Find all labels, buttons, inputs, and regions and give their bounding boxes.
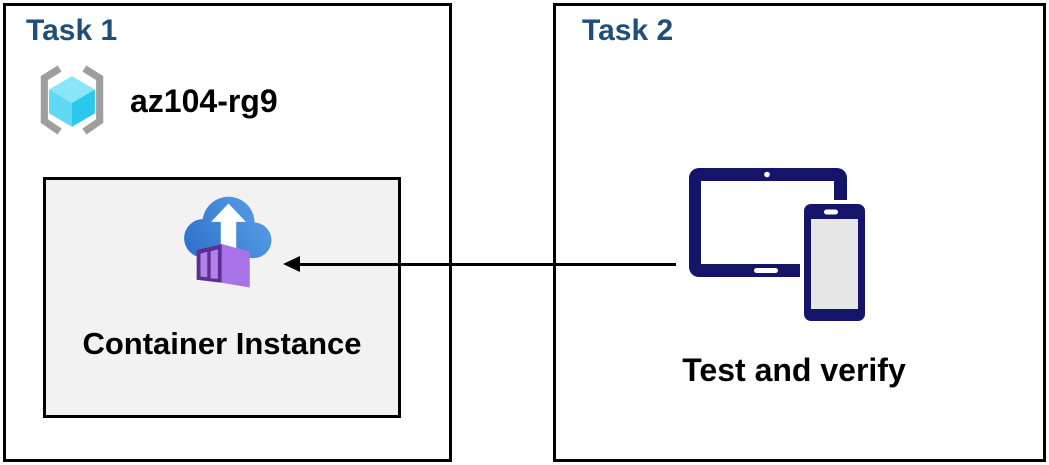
tablet-home-slot (754, 268, 778, 273)
task2-title: Task 2 (582, 14, 674, 47)
bracket-left (40, 65, 62, 135)
resource-group-icon (40, 65, 104, 135)
connector-arrow-line (297, 263, 676, 266)
bracket-right (82, 65, 104, 135)
tablet-phone-devices-icon (689, 168, 869, 325)
phone-speaker-slot (824, 209, 838, 215)
container-instance-icon (184, 196, 272, 288)
upload-arrow-icon (211, 203, 246, 250)
task2-box: Task 2 Test and verify (553, 3, 1046, 462)
phone-icon (800, 200, 869, 325)
container-instance-box: Container Instance (43, 177, 401, 418)
phone-screen (811, 219, 858, 309)
task1-box: Task 1 az104-rg9 (3, 3, 452, 462)
devices-label: Test and verify (682, 352, 906, 388)
resource-group-row: az104-rg9 (30, 61, 278, 141)
tablet-camera-dot (764, 171, 770, 178)
resource-group-name: az104-rg9 (130, 82, 278, 119)
task1-title: Task 1 (26, 14, 118, 47)
cube-icon (49, 76, 95, 127)
container-cube-icon (196, 244, 250, 288)
connector-arrowhead-left-icon (283, 256, 300, 272)
container-instance-label: Container Instance (82, 326, 362, 361)
